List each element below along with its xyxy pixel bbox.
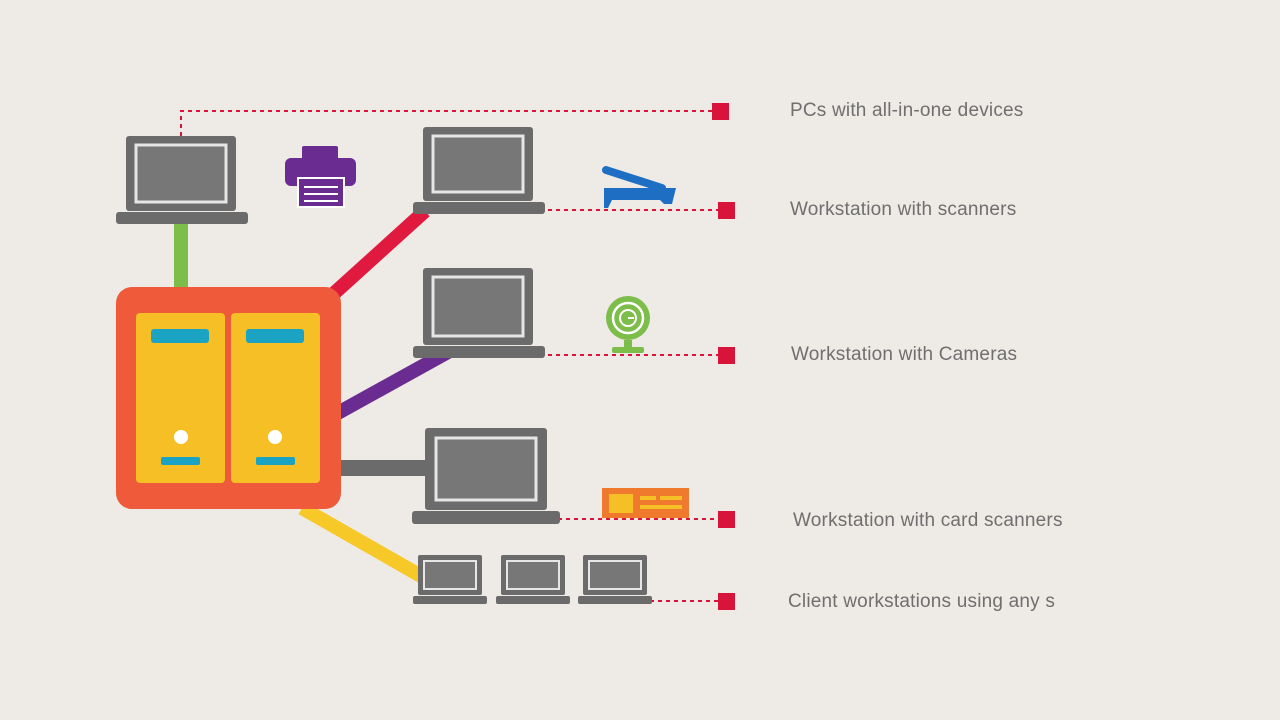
laptop-icon [413, 127, 545, 214]
marker-4 [718, 511, 735, 528]
label-workstation-cameras: Workstation with Cameras [791, 344, 1018, 365]
server-unit-left [136, 313, 225, 483]
printer-icon [285, 146, 356, 208]
laptop-icon [413, 555, 487, 604]
label-workstation-scanners: Workstation with scanners [790, 199, 1017, 220]
webcam-icon [606, 296, 650, 353]
laptop-icon [116, 136, 248, 224]
link-yellow [298, 501, 432, 587]
marker-3 [718, 347, 735, 364]
link-red [325, 205, 430, 303]
flatbed-scanner-icon [602, 166, 676, 208]
laptop-icon [578, 555, 652, 604]
markers [712, 103, 735, 610]
leader-lines [180, 110, 718, 602]
label-pcs-all-in-one: PCs with all-in-one devices [790, 100, 1024, 121]
card-scanner-icon [602, 488, 689, 518]
connection-lines [174, 205, 452, 587]
link-purple [332, 345, 452, 421]
server-icon [116, 287, 341, 509]
laptop-icon [412, 428, 560, 524]
label-workstation-card-scanners: Workstation with card scanners [793, 510, 1063, 531]
leader-line-1 [180, 110, 714, 136]
server-unit-right [231, 313, 320, 483]
laptop-icon [496, 555, 570, 604]
marker-2 [718, 202, 735, 219]
laptop-icon [413, 268, 545, 358]
label-client-workstations: Client workstations using any s [788, 591, 1056, 612]
marker-1 [712, 103, 729, 120]
marker-5 [718, 593, 735, 610]
